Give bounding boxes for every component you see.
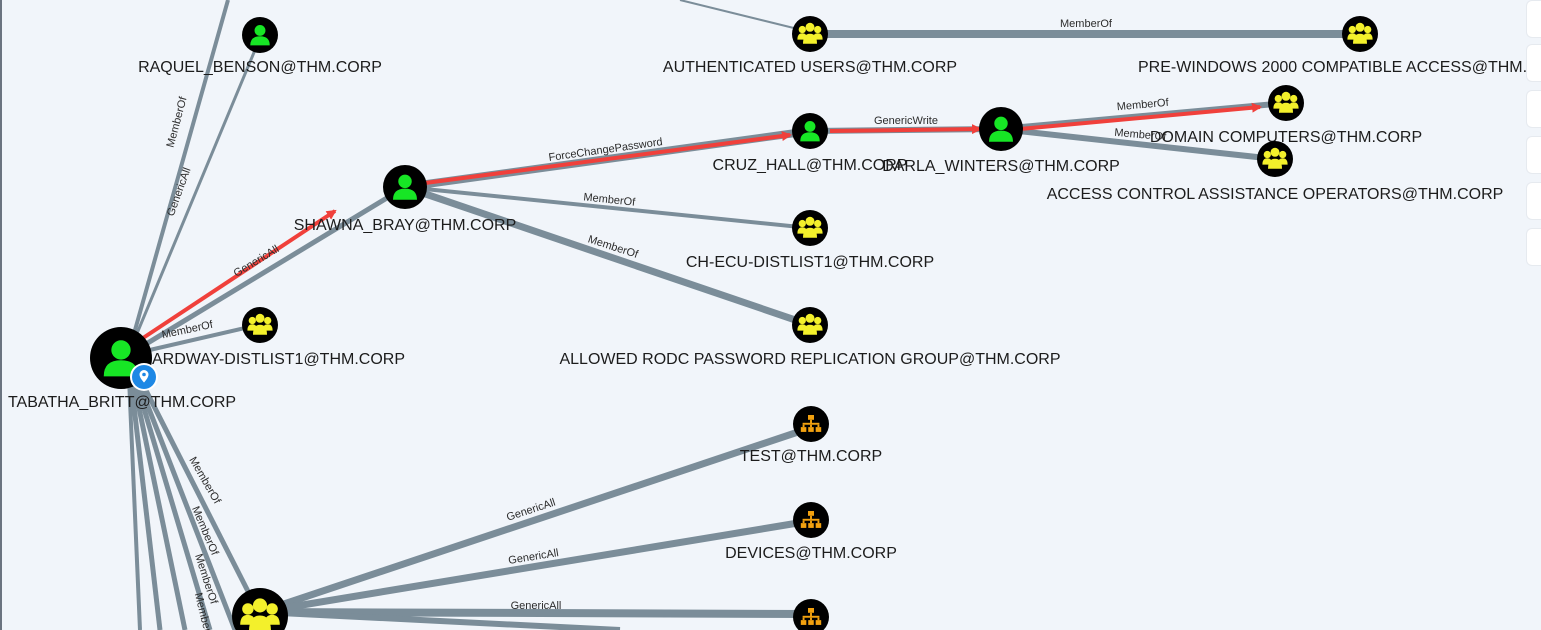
node-layer: RAQUEL_BENSON@THM.CORP AUTHENTICATED USE… [8,16,1541,630]
attack-path-edge[interactable] [138,209,337,342]
node-domain-computers[interactable]: DOMAIN COMPUTERS@THM.CORP [1150,85,1422,146]
node-test-ou[interactable]: TEST@THM.CORP [740,406,882,465]
node-devices-ou[interactable]: DEVICES@THM.CORP [725,502,897,562]
edge[interactable] [126,184,407,358]
location-pin-icon [130,363,158,391]
node-label: CH-ECU-DISTLIST1@THM.CORP [686,254,934,271]
edge[interactable] [125,354,238,630]
node-allowed-rodc-password-replication-group[interactable]: ALLOWED RODC PASSWORD REPLICATION GROUP@… [559,307,1061,368]
edge-label: GenericWrite [874,115,938,127]
panel-row[interactable] [1526,90,1541,128]
node-label: AUTHENTICATED USERS@THM.CORP [663,59,957,76]
node-label: SHAWNA_BRAY@THM.CORP [294,217,516,234]
edge[interactable] [126,37,262,356]
edge[interactable] [403,183,812,329]
node-access-control-assistance-operators[interactable]: ACCESS CONTROL ASSISTANCE OPERATORS@THM.… [1047,141,1504,203]
edge-label: MemberOf [583,191,637,208]
node-label: DEVICES@THM.CORP [725,545,897,562]
node-tabatha-britt[interactable]: TABATHA_BRITT@THM.CORP [8,327,236,411]
edge-label: MemberOf [1060,18,1113,30]
node-label: PRE-WINDOWS 2000 COMPATIBLE ACCESS@THM.C… [1138,59,1541,76]
edge-layer [125,0,1360,630]
node-label: DARLA_WINTERS@THM.CORP [882,158,1120,175]
node-label: CRUZ_HALL@THM.CORP [713,157,908,174]
node-ou-partial[interactable] [793,599,829,630]
attack-path-edge[interactable] [424,131,792,185]
edge[interactable] [999,126,1276,162]
edge-label: GenericAll [511,600,562,612]
edge-label: MemberOf [165,95,190,149]
node-pre-windows-2000[interactable]: PRE-WINDOWS 2000 COMPATIBLE ACCESS@THM.C… [1138,16,1541,76]
node-darla-winters[interactable]: DARLA_WINTERS@THM.CORP [882,107,1120,175]
edge[interactable] [404,185,811,230]
edge[interactable] [679,0,811,33]
edge[interactable] [259,517,811,616]
node-shawna-bray[interactable]: SHAWNA_BRAY@THM.CORP [294,165,516,234]
edge[interactable] [259,608,811,618]
panel-row[interactable] [1526,44,1541,82]
edge[interactable] [126,354,142,630]
panel-row[interactable] [1526,182,1541,220]
edge[interactable] [125,354,188,630]
edge[interactable] [126,0,230,356]
edge[interactable] [258,424,812,616]
edge[interactable] [125,354,213,630]
node-label: ARDWAY-DISTLIST1@THM.CORP [152,351,405,368]
node-cruz-hall[interactable]: CRUZ_HALL@THM.CORP [713,113,908,174]
attack-path-edge[interactable] [829,124,982,135]
panel-row[interactable] [1526,228,1541,266]
node-ch-ecu-distlist1[interactable]: CH-ECU-DISTLIST1@THM.CORP [686,210,934,271]
node-authenticated-users[interactable]: AUTHENTICATED USERS@THM.CORP [663,16,957,76]
panel-row[interactable] [1526,136,1541,174]
edge-label: MemberOf [1114,127,1168,144]
node-label: TABATHA_BRITT@THM.CORP [8,394,236,411]
node-label: RAQUEL_BENSON@THM.CORP [138,59,382,76]
right-side-panel [1526,0,1541,630]
node-raquel-benson[interactable]: RAQUEL_BENSON@THM.CORP [138,17,382,76]
node-label: ACCESS CONTROL ASSISTANCE OPERATORS@THM.… [1047,186,1504,203]
panel-row[interactable] [1526,0,1541,38]
attack-path-edge[interactable] [1019,102,1262,131]
node-label: TEST@THM.CORP [740,448,882,465]
canvas-left-border [0,0,2,630]
edge-label-layer: MemberOf MemberOf GenericAll GenericAll … [161,18,1170,630]
edge[interactable] [125,353,263,617]
node-ardway-distlist1[interactable]: ARDWAY-DISTLIST1@THM.CORP [152,307,405,368]
edge-label: MemberOf [1116,97,1170,114]
edge[interactable] [259,609,621,630]
node-label: ALLOWED RODC PASSWORD REPLICATION GROUP@… [559,351,1060,368]
node-group-partial[interactable] [232,588,288,630]
edge[interactable] [125,354,163,630]
node-label: DOMAIN COMPUTERS@THM.CORP [1150,129,1422,146]
